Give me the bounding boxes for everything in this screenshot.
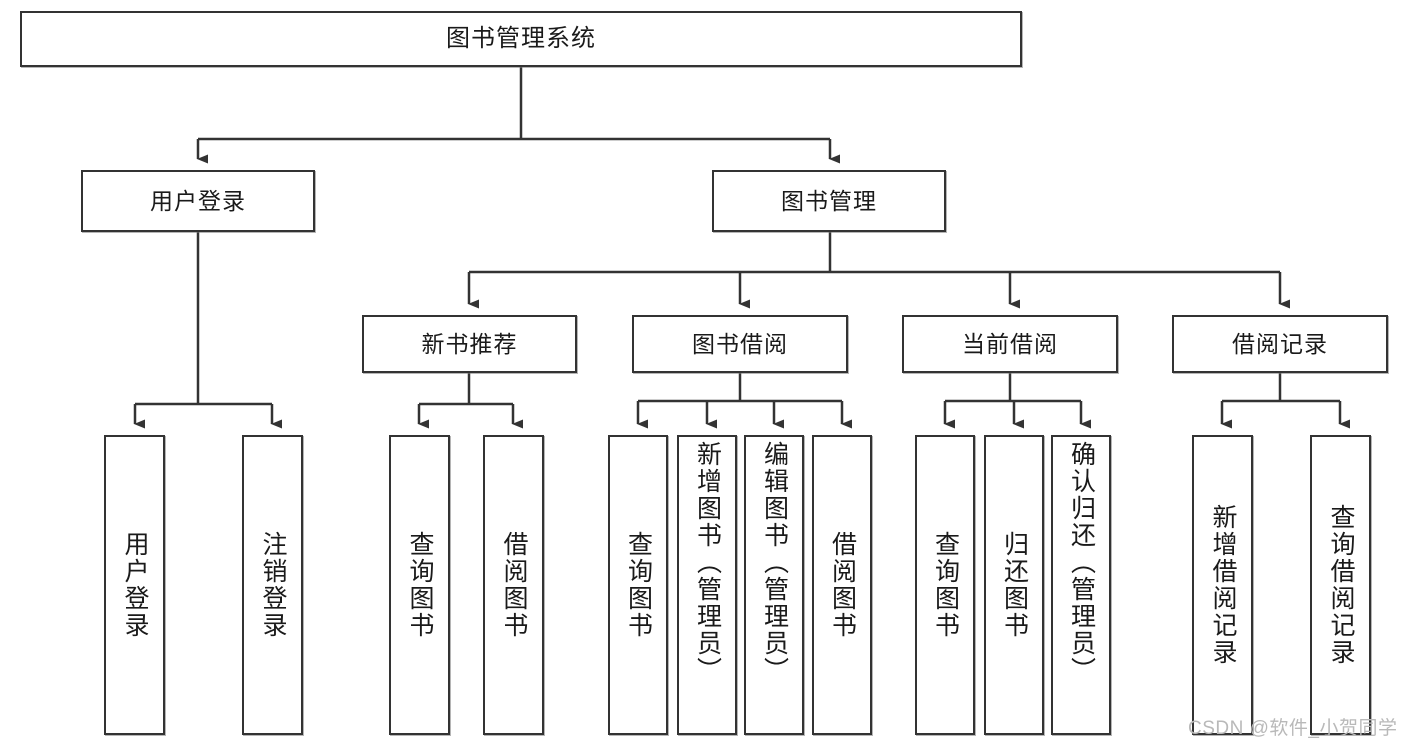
node-label: 新增图书（管理员） — [693, 441, 722, 684]
node-label: 注销登录 — [259, 531, 287, 639]
node-borrow-record[interactable]: 借阅记录 — [1172, 315, 1388, 373]
leaf-borrow-borrow-book[interactable]: 借阅图书 — [812, 435, 872, 735]
node-label: 新书推荐 — [421, 330, 518, 357]
node-label: 归还图书 — [1000, 531, 1029, 639]
node-label: 当前借阅 — [962, 330, 1058, 357]
node-label: 借阅图书 — [828, 531, 857, 639]
node-user-login[interactable]: 用户登录 — [81, 170, 315, 232]
node-label: 查询图书 — [406, 531, 434, 639]
leaf-record-add-record[interactable]: 新增借阅记录 — [1192, 435, 1253, 735]
node-label: 用户登录 — [121, 531, 149, 639]
leaf-record-query-record[interactable]: 查询借阅记录 — [1310, 435, 1371, 735]
leaf-current-return-book[interactable]: 归还图书 — [984, 435, 1044, 735]
node-label: 查询借阅记录 — [1327, 504, 1355, 666]
leaf-recommend-borrow-book[interactable]: 借阅图书 — [483, 435, 544, 735]
node-label: 编辑图书（管理员） — [760, 441, 789, 684]
leaf-borrow-edit-book-admin[interactable]: 编辑图书（管理员） — [744, 435, 804, 735]
node-label: 新增借阅记录 — [1209, 504, 1237, 666]
node-book-borrow[interactable]: 图书借阅 — [632, 315, 848, 373]
node-label: 确认归还（管理员） — [1067, 441, 1096, 684]
node-book-management[interactable]: 图书管理 — [712, 170, 946, 232]
node-current-borrow[interactable]: 当前借阅 — [902, 315, 1118, 373]
leaf-borrow-query-book[interactable]: 查询图书 — [608, 435, 668, 735]
leaf-user-login-login[interactable]: 用户登录 — [104, 435, 165, 735]
node-label: 查询图书 — [931, 531, 960, 639]
node-label: 查询图书 — [624, 531, 653, 639]
node-label: 图书借阅 — [692, 330, 788, 357]
leaf-current-query-book[interactable]: 查询图书 — [915, 435, 975, 735]
node-label: 借阅图书 — [500, 531, 528, 639]
node-label: 用户登录 — [150, 187, 246, 214]
node-label: 图书管理系统 — [446, 25, 596, 53]
csdn-watermark: CSDN @软件_小贺同学 — [1188, 718, 1398, 739]
node-label: 图书管理 — [781, 187, 877, 214]
node-label: 借阅记录 — [1232, 330, 1328, 357]
node-new-book-recommend[interactable]: 新书推荐 — [362, 315, 577, 373]
leaf-recommend-query-book[interactable]: 查询图书 — [389, 435, 450, 735]
leaf-borrow-add-book-admin[interactable]: 新增图书（管理员） — [677, 435, 737, 735]
leaf-user-login-logout[interactable]: 注销登录 — [242, 435, 303, 735]
node-root-system[interactable]: 图书管理系统 — [20, 11, 1022, 67]
leaf-current-confirm-return-admin[interactable]: 确认归还（管理员） — [1051, 435, 1111, 735]
